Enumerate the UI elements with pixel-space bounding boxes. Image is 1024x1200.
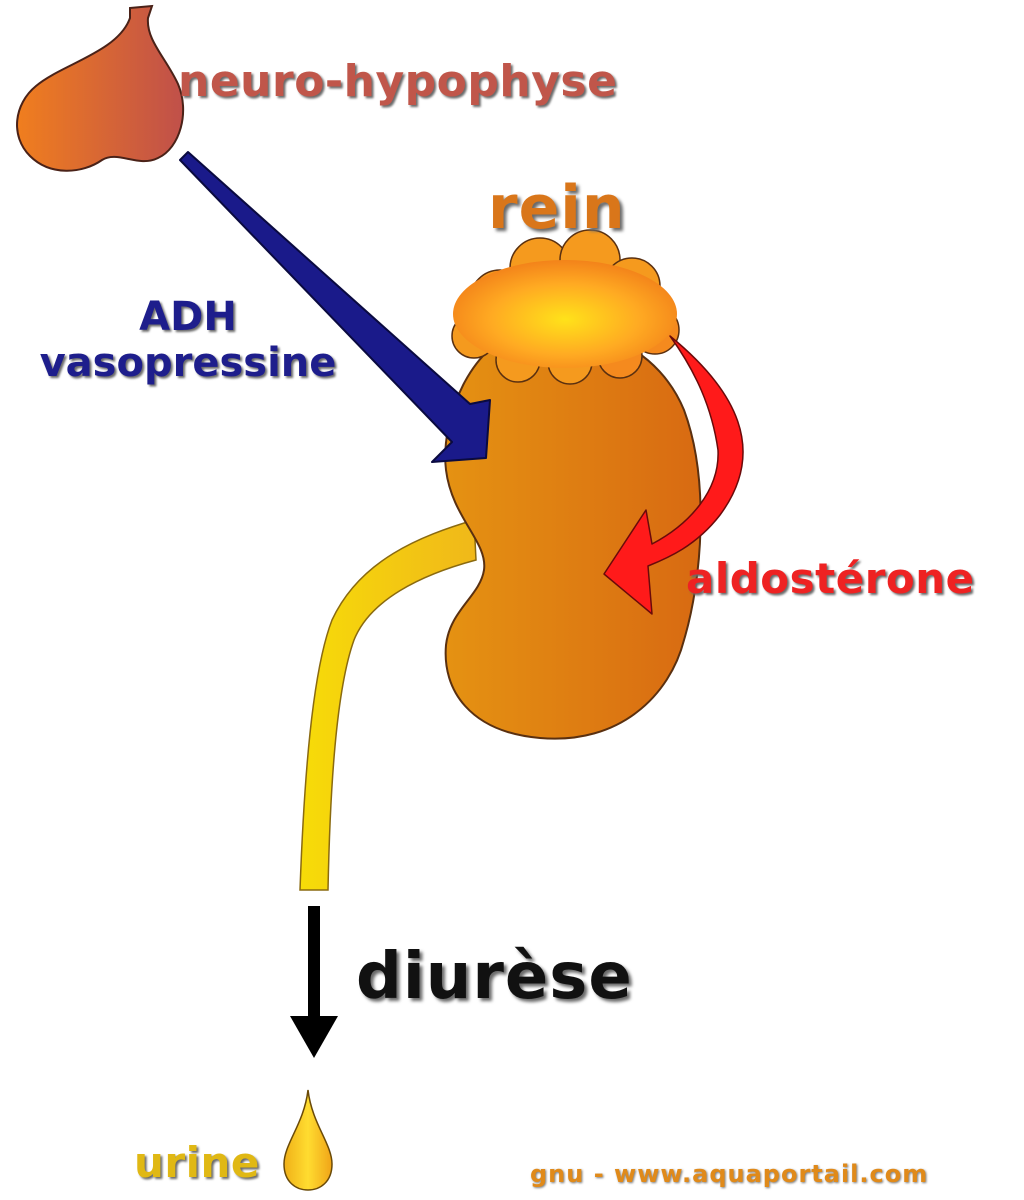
aldosterone-arrow (603, 335, 744, 615)
adrenal-gland-icon (451, 229, 680, 385)
urine-drop-icon (283, 1089, 333, 1191)
kidney-label: rein (488, 173, 626, 243)
adh-label: ADH vasopressine (6, 294, 370, 386)
ureter-icon (299, 519, 477, 891)
kidney-icon (444, 325, 702, 740)
neurohypophysis-label: neuro-hypophyse (178, 56, 618, 107)
adh-arrow (179, 151, 491, 463)
diuresis-label: diurèse (356, 940, 633, 1014)
diuresis-arrow (290, 906, 338, 1058)
aldosterone-label: aldostérone (686, 554, 975, 603)
credit-text: gnu - www.aquaportail.com (530, 1160, 929, 1188)
urine-label: urine (134, 1138, 260, 1187)
adh-label-line1: ADH (139, 294, 237, 340)
adh-label-line2: vasopressine (39, 340, 337, 386)
neurohypophysis-gland-icon (16, 4, 185, 172)
